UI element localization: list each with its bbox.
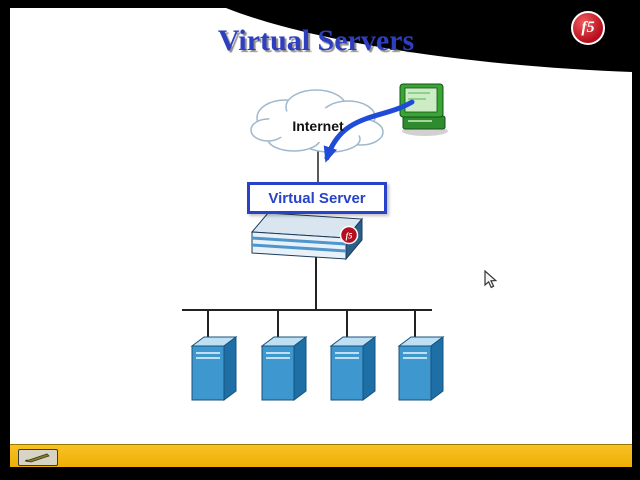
pen-icon bbox=[24, 453, 50, 463]
slide-title: Virtual Servers bbox=[217, 24, 415, 57]
f5-logo-text: f5 bbox=[581, 19, 595, 36]
mouse-cursor-icon bbox=[484, 270, 498, 289]
slide-canvas bbox=[10, 8, 632, 467]
internet-label: Internet bbox=[292, 118, 344, 134]
pen-annotation-button[interactable] bbox=[18, 449, 58, 466]
virtual-server-label: Virtual Server bbox=[268, 189, 366, 207]
f5-logo: f5 bbox=[571, 11, 605, 45]
virtual-server-box: Virtual Server bbox=[247, 182, 387, 214]
bottom-accent-bar bbox=[10, 444, 632, 467]
